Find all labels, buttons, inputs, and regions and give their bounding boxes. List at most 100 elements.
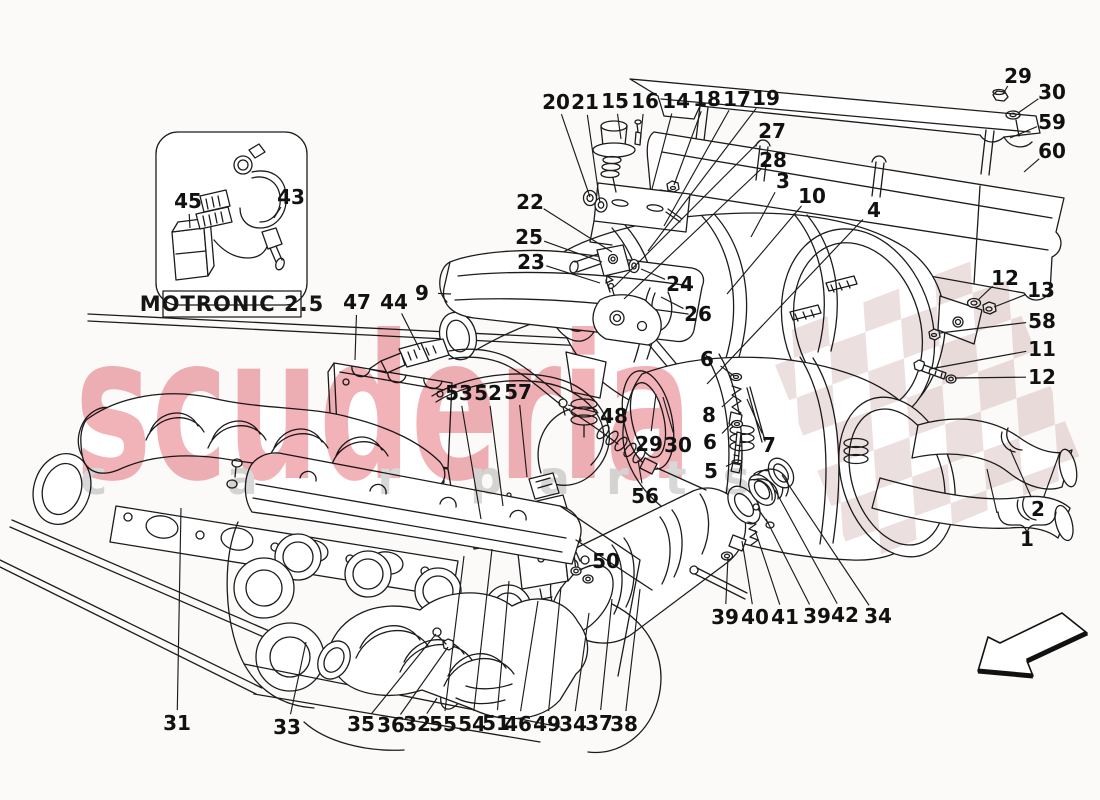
part-label-53[interactable]: 53 — [445, 381, 473, 405]
part-label-55[interactable]: 55 — [429, 712, 457, 736]
part-label-59[interactable]: 59 — [1038, 110, 1066, 134]
part-label-21[interactable]: 21 — [571, 90, 599, 114]
part-label-19[interactable]: 19 — [752, 86, 780, 110]
direction-arrow-icon — [977, 612, 1089, 679]
part-label-29[interactable]: 29 — [635, 432, 663, 456]
part-label-16[interactable]: 16 — [631, 89, 659, 113]
leader-line — [726, 205, 802, 295]
leader-line — [567, 404, 599, 414]
leader-line — [370, 633, 437, 715]
part-label-45[interactable]: 45 — [174, 189, 202, 213]
leader-line — [639, 113, 644, 144]
part-label-9[interactable]: 9 — [415, 281, 429, 305]
part-label-11[interactable]: 11 — [1028, 337, 1056, 361]
leader-line — [401, 313, 421, 351]
part-label-12[interactable]: 12 — [1028, 365, 1056, 389]
part-label-58[interactable]: 58 — [1028, 309, 1056, 333]
part-label-5[interactable]: 5 — [704, 459, 718, 483]
part-label-13[interactable]: 13 — [1027, 278, 1055, 302]
bolt-spring-stack — [728, 372, 766, 474]
part-label-50[interactable]: 50 — [592, 549, 620, 573]
leader-line — [543, 208, 613, 253]
part-label-27[interactable]: 27 — [758, 119, 786, 143]
part-label-28[interactable]: 28 — [759, 148, 787, 172]
part-label-56[interactable]: 56 — [631, 484, 659, 508]
part-label-35[interactable]: 35 — [347, 712, 375, 736]
part-label-60[interactable]: 60 — [1038, 139, 1066, 163]
part-label-10[interactable]: 10 — [798, 184, 826, 208]
part-label-23[interactable]: 23 — [517, 250, 545, 274]
part-label-34[interactable]: 34 — [864, 604, 892, 628]
air-valve-fitting-cluster — [569, 244, 662, 346]
heat-shield-strip-59 — [629, 78, 1041, 176]
part-label-24[interactable]: 24 — [666, 272, 694, 296]
leader-line — [746, 398, 763, 434]
part-label-1[interactable]: 1 — [1020, 527, 1034, 551]
part-label-48[interactable]: 48 — [600, 404, 628, 428]
part-label-31[interactable]: 31 — [163, 711, 191, 735]
part-label-41[interactable]: 41 — [771, 605, 799, 629]
checkered-flag-watermark — [765, 252, 1085, 565]
part-label-30[interactable]: 30 — [1038, 80, 1066, 104]
part-label-44[interactable]: 44 — [380, 290, 408, 314]
part-label-57[interactable]: 57 — [504, 380, 532, 404]
nut-29-washer-30 — [992, 88, 1021, 137]
leader-line — [673, 110, 702, 186]
part-label-47[interactable]: 47 — [343, 290, 371, 314]
part-label-20[interactable]: 20 — [542, 90, 570, 114]
part-label-17[interactable]: 17 — [723, 87, 751, 111]
leader-line — [548, 586, 562, 712]
cat-mount-hardware — [689, 457, 795, 600]
part-label-6[interactable]: 6 — [703, 430, 717, 454]
leader-line — [600, 598, 613, 711]
part-label-33[interactable]: 33 — [273, 715, 301, 739]
leader-line — [616, 113, 622, 140]
part-label-52[interactable]: 52 — [474, 381, 502, 405]
part-label-15[interactable]: 15 — [601, 89, 629, 113]
part-label-42[interactable]: 42 — [831, 603, 859, 627]
part-label-39[interactable]: 39 — [711, 605, 739, 629]
part-label-2[interactable]: 2 — [1031, 497, 1045, 521]
part-label-39[interactable]: 39 — [803, 604, 831, 628]
leader-line — [637, 459, 643, 484]
part-label-36[interactable]: 36 — [377, 713, 405, 737]
part-label-32[interactable]: 32 — [403, 712, 431, 736]
part-label-25[interactable]: 25 — [515, 225, 543, 249]
part-label-29[interactable]: 29 — [1004, 64, 1032, 88]
leader-line — [543, 240, 603, 263]
part-label-40[interactable]: 40 — [741, 605, 769, 629]
part-label-7[interactable]: 7 — [762, 433, 776, 457]
leader-line — [574, 612, 590, 712]
part-label-54[interactable]: 54 — [458, 712, 486, 736]
part-label-38[interactable]: 38 — [610, 712, 638, 736]
leader-line — [781, 474, 870, 606]
part-label-51[interactable]: 51 — [482, 711, 510, 735]
leader-line — [939, 321, 1027, 334]
part-label-14[interactable]: 14 — [662, 89, 690, 113]
motronic-caption: MOTRONIC 2.5 — [140, 292, 324, 316]
part-label-34[interactable]: 34 — [559, 712, 587, 736]
part-label-4[interactable]: 4 — [867, 198, 881, 222]
part-label-30[interactable]: 30 — [664, 433, 692, 457]
part-label-12[interactable]: 12 — [991, 266, 1019, 290]
leader-line — [1009, 448, 1032, 498]
part-label-26[interactable]: 26 — [684, 302, 712, 326]
part-label-37[interactable]: 37 — [585, 711, 613, 735]
exhaust-manifold-lower-33 — [317, 592, 589, 720]
leader-line — [1017, 98, 1039, 114]
part-label-49[interactable]: 49 — [533, 712, 561, 736]
leader-line — [929, 350, 1027, 370]
part-label-22[interactable]: 22 — [516, 190, 544, 214]
leader-line — [986, 468, 998, 514]
part-label-3[interactable]: 3 — [776, 169, 790, 193]
part-label-43[interactable]: 43 — [277, 185, 305, 209]
part-label-6[interactable]: 6 — [700, 347, 714, 371]
leader-line — [640, 268, 666, 280]
part-label-8[interactable]: 8 — [702, 403, 716, 427]
part-label-18[interactable]: 18 — [693, 87, 721, 111]
bypass-valve-bracket-cluster — [582, 119, 691, 246]
part-label-46[interactable]: 46 — [504, 712, 532, 736]
leader-line — [721, 395, 735, 408]
leader-line — [623, 168, 762, 300]
